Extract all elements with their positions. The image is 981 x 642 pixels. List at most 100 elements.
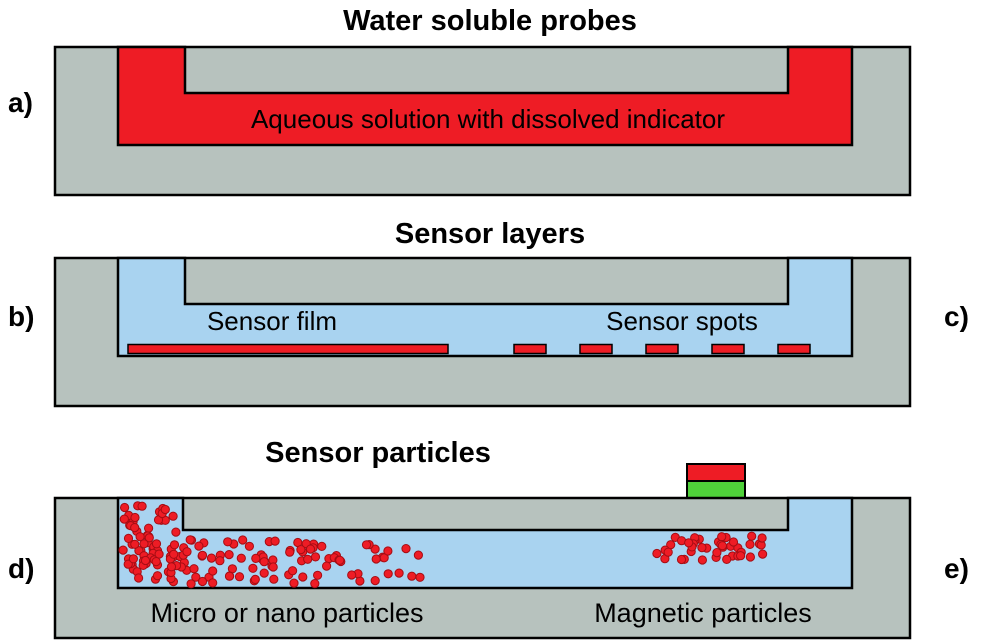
magnetic-cluster-particle xyxy=(717,532,727,542)
magnetic-cluster-particle xyxy=(697,543,707,553)
sensor-spot xyxy=(579,343,613,355)
channel-aqueous-solution xyxy=(116,45,854,147)
panel-e-label: e) xyxy=(944,553,969,584)
micro-nano-channel-dense-particle xyxy=(169,540,180,550)
micro-nano-inlet-well-particle xyxy=(144,523,154,533)
channel-water-de xyxy=(116,496,854,590)
panel-a-label: a) xyxy=(8,87,33,118)
magnetic-cluster-particle xyxy=(663,547,673,557)
micro-nano-channel-dense-particle xyxy=(224,571,235,581)
micro-nano-channel-dense-particle xyxy=(134,573,144,583)
sensor-film-strip xyxy=(127,343,449,355)
magnetic-cluster-particle xyxy=(758,549,768,559)
micro-nano-inlet-well-particle xyxy=(120,502,130,513)
magnetic-cluster-particle xyxy=(717,541,728,551)
micro-nano-inlet-well-particle xyxy=(171,527,181,537)
micro-nano-channel-dense-particle xyxy=(166,562,177,572)
magnetic-cluster-particle xyxy=(745,539,755,550)
sensor-spot xyxy=(777,343,811,355)
sensor-spot xyxy=(645,343,679,355)
sensor-spots-group xyxy=(513,343,811,355)
micro-nano-channel-dense-particle xyxy=(305,544,316,554)
micro-nano-channel-dense-particle xyxy=(313,570,323,580)
magnetic-cluster-particle xyxy=(684,538,694,548)
sensor-spot xyxy=(513,343,547,355)
micro-nano-channel-dense-particle xyxy=(169,549,179,559)
micro-nano-channel-dense-particle xyxy=(234,572,245,582)
micro-nano-channel-dense-particle xyxy=(151,557,161,567)
particles-layer xyxy=(118,501,768,589)
micro-nano-channel-taper-particle xyxy=(347,570,357,580)
magnetic-cluster-particle xyxy=(728,537,739,547)
magnet-top-red xyxy=(686,463,746,482)
micro-nano-channel-dense-particle xyxy=(285,547,295,557)
micro-nano-channel-dense-particle xyxy=(236,553,246,563)
micro-nano-inlet-well-particle xyxy=(168,511,178,521)
micro-nano-channel-taper-particle xyxy=(361,540,372,550)
panel-a-title: Water soluble probes xyxy=(343,5,637,37)
panel-de-title: Sensor particles xyxy=(265,437,491,469)
micro-nano-channel-taper-particle xyxy=(335,555,345,565)
micro-nano-channel-dense-particle xyxy=(303,554,313,564)
micro-nano-channel-taper-particle xyxy=(407,571,417,581)
magnetic-cluster-particle xyxy=(736,551,746,561)
micro-nano-inlet-well-particle xyxy=(135,532,145,542)
micro-nano-inlet-well-particle xyxy=(160,504,170,515)
panel-b-label: b) xyxy=(8,301,34,332)
micro-nano-channel-dense-particle xyxy=(152,571,163,581)
magnetic-cluster-particle xyxy=(747,531,757,541)
micro-nano-inlet-well-particle xyxy=(118,545,128,555)
micro-nano-channel-dense-particle xyxy=(288,566,298,576)
micro-nano-channel-dense-particle xyxy=(208,578,218,588)
magnetic-cluster-particle xyxy=(722,554,732,565)
micro-nano-channel-dense-particle xyxy=(215,556,225,566)
magnetic-cluster-particle xyxy=(697,555,708,565)
micro-nano-inlet-well-particle xyxy=(119,514,129,524)
micro-nano-channel-taper-particle xyxy=(371,554,381,564)
micro-nano-channel-dense-particle xyxy=(154,549,164,559)
sensor-spot xyxy=(711,343,745,355)
magnetic-cluster-particle xyxy=(652,548,662,559)
micro-nano-channel-dense-particle xyxy=(189,564,199,574)
magnetic-particles-caption: Magnetic particles xyxy=(594,598,812,628)
micro-nano-channel-taper-particle xyxy=(370,544,380,554)
micro-nano-channel-dense-particle xyxy=(269,574,279,584)
micro-nano-channel-taper-particle xyxy=(413,550,423,560)
sensor-spots-label: Sensor spots xyxy=(606,306,758,336)
micro-nano-channel-dense-particle xyxy=(197,550,208,560)
micro-nano-channel-dense-particle xyxy=(298,572,308,582)
micro-nano-channel-dense-particle xyxy=(130,539,140,549)
micro-nano-channel-dense-particle xyxy=(185,535,195,545)
panel-c-label: c) xyxy=(944,301,969,332)
micro-nano-channel-dense-particle xyxy=(310,579,320,589)
micro-nano-channel-dense-particle xyxy=(139,539,149,549)
micro-nano-channel-dense-particle xyxy=(182,547,192,557)
channel-water-bc xyxy=(116,256,854,358)
magnetic-cluster-particle xyxy=(712,548,722,558)
panel-a-water-soluble-probes: Water soluble probes a) Aqueous solution… xyxy=(8,5,912,197)
panel-de-sensor-particles: Sensor particles d) e) Micro or nano par… xyxy=(8,437,969,640)
micro-nano-inlet-well-particle xyxy=(123,533,134,544)
micro-nano-channel-dense-particle xyxy=(194,541,204,551)
micro-nano-channel-dense-particle xyxy=(250,574,260,585)
micro-nano-channel-dense-particle xyxy=(197,576,208,587)
micro-nano-inlet-well-particle xyxy=(151,539,162,549)
micro-nano-channel-dense-particle xyxy=(270,536,280,546)
micro-nano-channel-taper-particle xyxy=(383,546,393,556)
micro-nano-channel-dense-particle xyxy=(186,579,196,589)
micro-nano-channel-dense-particle xyxy=(224,550,234,560)
micro-nano-channel-taper-particle xyxy=(370,576,380,586)
magnetic-cluster-particle xyxy=(757,533,767,543)
aqueous-solution-label: Aqueous solution with dissolved indicato… xyxy=(251,104,725,134)
micro-nano-channel-dense-particle xyxy=(223,537,233,547)
micro-nano-channel-dense-particle xyxy=(248,563,258,573)
panel-d-label: d) xyxy=(8,553,34,584)
micro-nano-channel-taper-particle xyxy=(394,568,404,578)
micro-nano-channel-dense-particle xyxy=(296,545,306,555)
magnetic-cluster-particle xyxy=(676,554,687,565)
panel-bc-title: Sensor layers xyxy=(395,218,585,250)
micro-nano-channel-dense-particle xyxy=(259,557,269,567)
micro-nano-inlet-well-particle xyxy=(137,501,147,511)
